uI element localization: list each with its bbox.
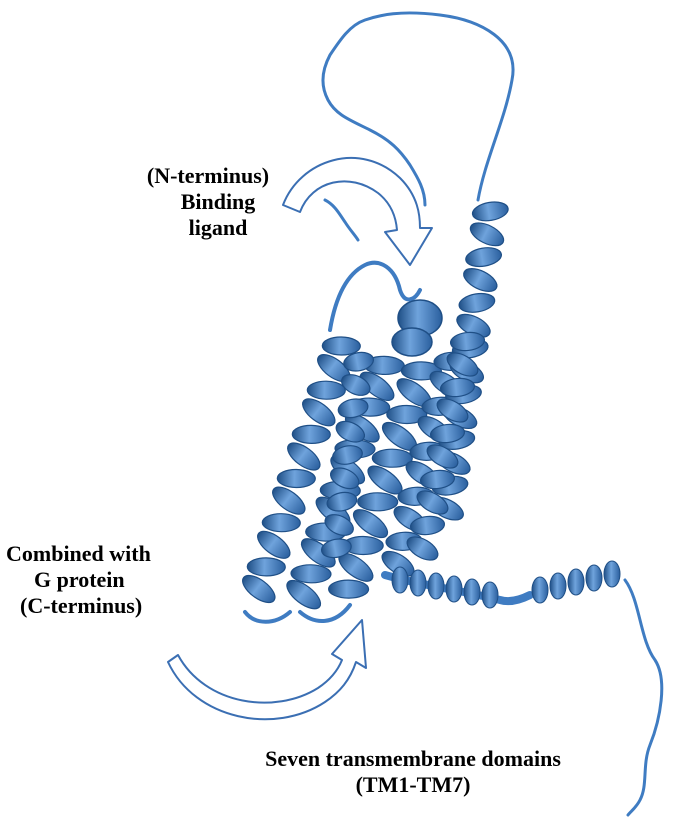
helix-turn xyxy=(409,569,427,597)
n-terminus-label-line3: ligand xyxy=(188,215,248,240)
helix-turn xyxy=(391,566,409,594)
helix-turn xyxy=(463,268,498,292)
helix-turn xyxy=(469,222,505,247)
transmembrane-helix-bundle xyxy=(242,201,509,610)
helix-turn xyxy=(416,490,449,515)
n-terminus-arrow xyxy=(282,157,433,266)
helix-turn xyxy=(445,575,463,603)
helix-turn xyxy=(406,536,439,561)
helix-turn xyxy=(321,336,361,356)
c-terminus-arrow xyxy=(167,619,367,721)
c-terminus-label: Combined with G protein (C-terminus) xyxy=(6,541,226,619)
helix-turn xyxy=(326,491,358,512)
helix-turn xyxy=(409,515,446,536)
helix-turn xyxy=(531,576,549,604)
helix-turn xyxy=(290,564,332,584)
helix-turn xyxy=(328,579,370,599)
helix-turn xyxy=(343,351,375,372)
helix-turn xyxy=(436,398,469,423)
helix-turn xyxy=(337,398,369,419)
helix-turn xyxy=(291,424,331,445)
helix-turn xyxy=(242,574,276,604)
helix-turn xyxy=(352,509,389,539)
helix-turn xyxy=(302,398,336,427)
n-terminus-label-line2: Binding xyxy=(180,189,256,214)
extracellular-loop xyxy=(328,260,422,332)
c-terminus-label-line2: G protein xyxy=(34,567,125,592)
helix-turn xyxy=(261,513,301,533)
helix-turn xyxy=(439,377,476,398)
helix-turn xyxy=(257,530,291,559)
helix-turn xyxy=(427,572,445,600)
helix-turn xyxy=(329,467,360,490)
helix-turn xyxy=(429,423,466,444)
helix-turn xyxy=(320,538,352,559)
helix-turn xyxy=(603,560,621,588)
helix-turn xyxy=(386,404,428,425)
c-terminus-label-line1: Combined with xyxy=(6,541,151,566)
transmembrane-helix xyxy=(406,331,486,561)
n-terminus-label: (N-terminus) Binding ligand xyxy=(108,163,308,241)
n-terminal-tail xyxy=(323,198,360,242)
extracellular-helix-turn xyxy=(391,327,433,357)
n-terminal-loop xyxy=(321,11,515,207)
helix-turn xyxy=(458,292,496,313)
helix-turn xyxy=(306,380,346,400)
transmembrane-helix xyxy=(320,351,375,559)
helix-turn xyxy=(481,581,499,609)
helix-turn xyxy=(446,352,479,377)
helix-turn xyxy=(335,420,366,443)
transmembrane-helix xyxy=(328,361,442,599)
helix-turn xyxy=(272,486,306,515)
helix-turn xyxy=(465,247,503,268)
transmembrane-label: Seven transmembrane domains (TM1-TM7) xyxy=(198,746,628,798)
helix-turn xyxy=(324,514,354,536)
helix-turn xyxy=(359,371,395,401)
helix-turn xyxy=(471,201,509,222)
helix-turn xyxy=(371,448,413,468)
transmembrane-helix xyxy=(242,336,361,604)
transmembrane-label-line2: (TM1-TM7) xyxy=(355,772,471,797)
helix-turn xyxy=(276,468,316,489)
helix-8 xyxy=(381,560,621,609)
helix-turn xyxy=(357,492,399,512)
transmembrane-label-line1: Seven transmembrane domains xyxy=(265,746,561,771)
helix-turn xyxy=(246,557,286,577)
helix-turn xyxy=(426,444,459,469)
intracellular-loop xyxy=(243,603,352,624)
helix-turn xyxy=(585,564,603,592)
helix-turn xyxy=(567,568,585,596)
helix-turn xyxy=(419,469,456,490)
helix-turn xyxy=(341,374,371,396)
n-terminus-label-line1: (N-terminus) xyxy=(146,163,270,188)
helix-turn xyxy=(449,331,486,352)
helix-turn xyxy=(332,445,363,465)
c-terminus-label-line3: (C-terminus) xyxy=(20,593,143,618)
helix-turn xyxy=(287,442,321,471)
helix-turn xyxy=(549,572,567,600)
c-terminal-tail xyxy=(623,578,664,817)
helix-turn xyxy=(463,578,481,606)
helix-turn xyxy=(286,579,322,610)
